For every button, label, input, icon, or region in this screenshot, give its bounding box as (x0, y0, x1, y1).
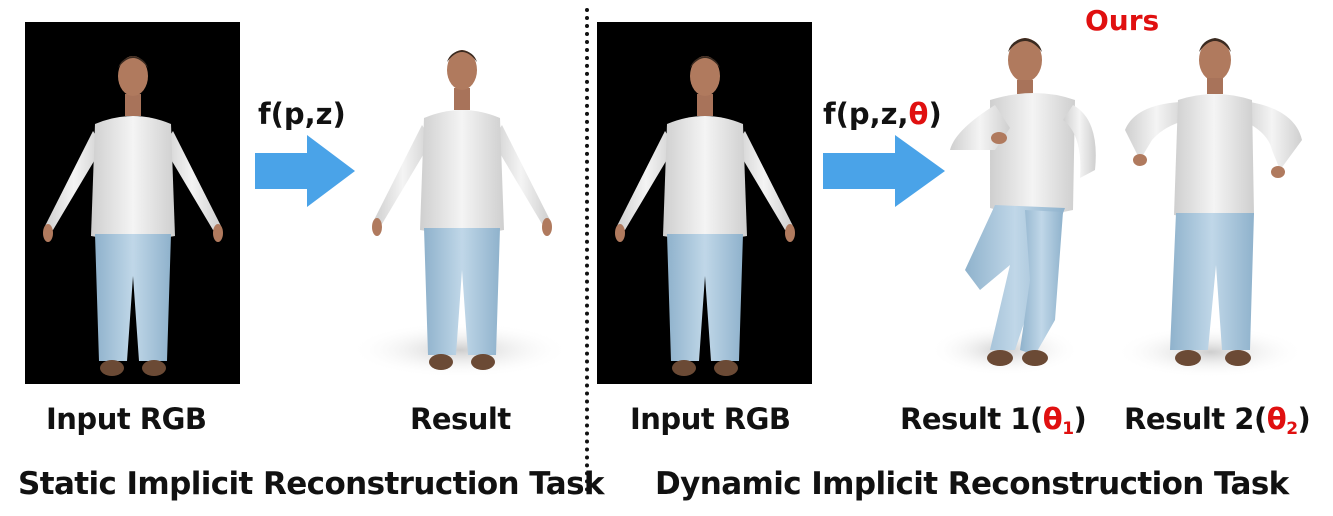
result-1-prefix: Result 1( (900, 402, 1043, 436)
static-arrow-icon (255, 135, 355, 207)
dynamic-function-label: f(p,z,θ) (823, 97, 942, 131)
result-2-suffix: ) (1297, 402, 1311, 436)
left-input-rgb-label: Input RGB (46, 402, 207, 436)
right-input-person-figure (615, 56, 795, 376)
result-2-theta: θ2 (1266, 402, 1298, 439)
right-input-rgb-label: Input RGB (630, 402, 791, 436)
result-1-suffix: ) (1073, 402, 1087, 436)
section-divider (585, 8, 589, 492)
static-result-label: Result (410, 402, 511, 436)
dynamic-result-2-figure (1115, 38, 1305, 378)
result-2-prefix: Result 2( (1124, 402, 1267, 436)
left-input-rgb-image (25, 22, 240, 384)
dynamic-function-theta: θ (908, 97, 929, 131)
result-1-label: Result 1(θ1) (900, 402, 1087, 439)
static-task-title: Static Implicit Reconstruction Task (18, 466, 605, 502)
ours-label: Ours (1085, 4, 1160, 37)
dynamic-task-title: Dynamic Implicit Reconstruction Task (655, 466, 1289, 502)
static-function-label: f(p,z) (258, 97, 346, 131)
left-input-person-figure (43, 56, 223, 376)
right-input-rgb-image (597, 22, 812, 384)
dynamic-function-suffix: ) (928, 97, 942, 131)
static-result-figure (350, 50, 570, 378)
dynamic-result-1-figure (935, 38, 1096, 376)
result-2-label: Result 2(θ2) (1124, 402, 1311, 439)
dynamic-function-prefix: f(p,z, (823, 97, 909, 131)
dynamic-arrow-icon (823, 135, 945, 207)
result-1-theta: θ1 (1042, 402, 1074, 439)
